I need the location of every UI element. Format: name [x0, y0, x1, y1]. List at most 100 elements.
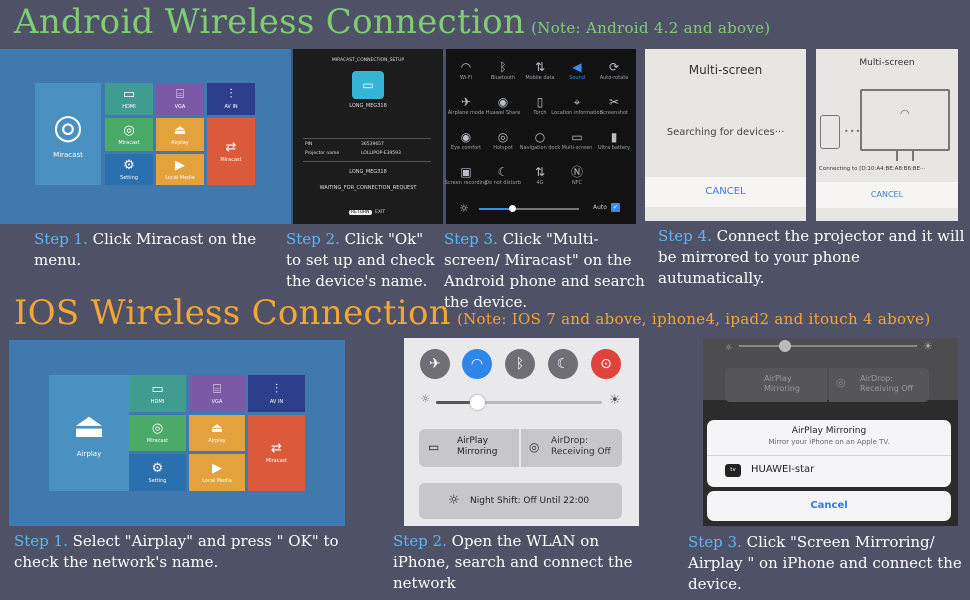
- qs-torch[interactable]: ▯Torch: [514, 94, 566, 116]
- menu-tile-local-media[interactable]: ▶Local Media: [156, 154, 204, 185]
- airplay-label: AirPlay Mirroring: [457, 436, 498, 457]
- qs-location[interactable]: ⌖Location information: [551, 94, 603, 116]
- qs-label: Screen recording: [444, 180, 488, 186]
- step-text: Click "Screen Mirroring/ Airplay " on iP…: [688, 533, 962, 593]
- step-text: Connect the projector and it will be mir…: [658, 227, 965, 287]
- qs-label: Bluetooth: [490, 75, 516, 81]
- searching-status: Searching for devices···: [666, 127, 785, 138]
- do-not-disturb-toggle[interactable]: ☾: [548, 349, 578, 379]
- menu-tile-setting[interactable]: ⚙Setting: [129, 454, 186, 491]
- qs-hotspot[interactable]: ◎Hotspot: [477, 129, 529, 151]
- device-item-huawei-star[interactable]: HUAWEI-star: [751, 464, 815, 475]
- multi-screen-title: Multi-screen: [688, 63, 763, 77]
- brightness-slider[interactable]: [436, 395, 602, 410]
- qs-multi-screen[interactable]: ▭Multi-screen: [551, 129, 603, 151]
- ios-section-title: IOS Wireless Connection(Note: IOS 7 and …: [14, 293, 930, 333]
- airplay-mirroring-button[interactable]: ▭ AirPlay Mirroring: [419, 429, 519, 467]
- qs-mobile-data[interactable]: ⇅Mobile data: [514, 59, 566, 81]
- qs-eye-comfort[interactable]: ◉Eye comfort: [440, 129, 492, 151]
- menu-tile-miracast-2[interactable]: ⇄Miracast: [248, 415, 305, 491]
- qs-airplane[interactable]: ✈Airplane mode: [440, 94, 492, 116]
- menu-tile-airplay[interactable]: ⏏Airplay: [156, 118, 204, 151]
- return-button[interactable]: RETURN: [349, 210, 372, 215]
- apple-tv-icon: tv: [725, 464, 741, 477]
- wifi-toggle[interactable]: ◠: [462, 349, 492, 379]
- qs-screen-recording[interactable]: ▣Screen recording: [440, 164, 492, 186]
- airplane-mode-toggle[interactable]: ✈: [420, 349, 450, 379]
- bluetooth-toggle[interactable]: ᛒ: [505, 349, 535, 379]
- airplay-big-tile[interactable]: ⏏ Airplay: [49, 375, 129, 491]
- airplane-icon: ✈: [460, 95, 472, 109]
- qs-label: Hotspot: [493, 145, 513, 151]
- av-in-icon: ⫶: [229, 87, 233, 102]
- auto-label: Auto: [593, 204, 607, 211]
- menu-tile-miracast[interactable]: ◎Miracast: [129, 415, 186, 451]
- menu-tile-avin[interactable]: ⫶AV IN: [207, 83, 255, 115]
- tile-label: Local Media: [202, 477, 232, 484]
- divider: [707, 455, 951, 456]
- qs-huawei-share[interactable]: ◉Huawei Share: [477, 94, 529, 116]
- setup-title: MIRACAST_CONNECTION_SETUP: [331, 58, 405, 63]
- brightness-slider[interactable]: [739, 340, 917, 352]
- menu-tile-miracast-2[interactable]: ⇄Miracast: [207, 118, 255, 185]
- step-label: Step 2.: [393, 532, 447, 550]
- qs-sound[interactable]: ◀Sound: [551, 59, 603, 81]
- menu-tile-airplay[interactable]: ⏏Airplay: [189, 415, 245, 451]
- ios-title-text: IOS Wireless Connection: [14, 293, 451, 333]
- step-label: Step 3.: [688, 533, 742, 551]
- menu-tile-miracast[interactable]: ◎Miracast: [105, 118, 153, 151]
- exit-button[interactable]: EXIT: [375, 210, 386, 215]
- brightness-slider[interactable]: [479, 205, 579, 212]
- menu-tile-hdmi[interactable]: ▭HDMI: [129, 375, 186, 412]
- brightness-icon: ☼: [459, 202, 469, 215]
- menu-tile-setting[interactable]: ⚙Setting: [105, 154, 153, 185]
- qs-screenshot[interactable]: ✂Screenshot: [588, 94, 640, 116]
- brightness-thumb[interactable]: [509, 205, 516, 212]
- menu-tile-avin[interactable]: ⫶AV IN: [248, 375, 305, 412]
- step-text: Click "Ok" to set up and check the devic…: [286, 230, 435, 290]
- tile-label: HDMI: [150, 398, 165, 405]
- ios-step-1: Step 1. Select "Airplay" and press " OK"…: [14, 531, 374, 573]
- menu-tile-hdmi[interactable]: ▭HDMI: [105, 83, 153, 115]
- step-text: Open the WLAN on iPhone, search and conn…: [393, 532, 633, 592]
- menu-tile-local-media[interactable]: ▶Local Media: [189, 454, 245, 491]
- phone-cast-icon: ⇄: [271, 441, 282, 456]
- rotation-lock-toggle[interactable]: ⊙: [591, 349, 621, 379]
- location-icon: ⌖: [573, 95, 581, 109]
- airdrop-button[interactable]: ◎ AirDrop: Receiving Off: [521, 429, 622, 467]
- cancel-button[interactable]: Cancel: [707, 491, 951, 521]
- qs-label: Airplane mode: [447, 110, 485, 116]
- qs-label: Do not disturb: [485, 180, 521, 186]
- qs-wifi[interactable]: ◠Wi-Fi: [440, 59, 492, 81]
- miracast-big-tile[interactable]: ◎ Miracast: [35, 83, 101, 185]
- qs-auto-rotate[interactable]: ⟳Auto-rotate: [588, 59, 640, 81]
- vga-icon: ⌸: [176, 87, 184, 102]
- qs-ultra-battery[interactable]: ▮Ultra battery: [588, 129, 640, 151]
- qs-label: Ultra battery: [598, 145, 630, 151]
- qs-do-not-disturb[interactable]: ☾Do not disturb: [477, 164, 529, 186]
- qs-4g[interactable]: ⇅4G: [514, 164, 566, 186]
- airdrop-button[interactable]: ◎ AirDrop: Receiving Off: [829, 368, 929, 402]
- tile-label: Airplay: [76, 450, 102, 458]
- divider: [303, 138, 431, 139]
- folder-icon: ▶: [175, 157, 185, 173]
- qs-navigation-dock[interactable]: ○Navigation dock: [514, 129, 566, 151]
- airplay-mirroring-button[interactable]: AirPlay Mirroring: [725, 368, 827, 402]
- menu-tile-vga[interactable]: ⌸VGA: [156, 83, 204, 115]
- folder-icon: ▶: [212, 460, 222, 476]
- waiting-status: WAITING_FOR_CONNECTION_REQUEST: [319, 185, 417, 191]
- qs-label: Wi-Fi: [460, 75, 472, 81]
- night-shift-button[interactable]: ☼ Night Shift: Off Until 22:00: [419, 483, 622, 519]
- qs-label: Navigation dock: [519, 145, 561, 151]
- brightness-thumb[interactable]: [779, 340, 791, 352]
- auto-checkbox[interactable]: ✓: [611, 203, 620, 212]
- cast-icon: ▭: [352, 71, 384, 99]
- cancel-button[interactable]: CANCEL: [645, 177, 806, 207]
- menu-tile-vga[interactable]: ⌸VGA: [189, 375, 245, 412]
- ios-projector-menu: ⏏ Airplay ▭HDMI ⌸VGA ⫶AV IN ◎Miracast ⏏A…: [9, 340, 345, 526]
- cancel-button[interactable]: CANCEL: [816, 182, 958, 208]
- brightness-thumb[interactable]: [470, 395, 485, 410]
- tile-label: Setting: [120, 174, 138, 181]
